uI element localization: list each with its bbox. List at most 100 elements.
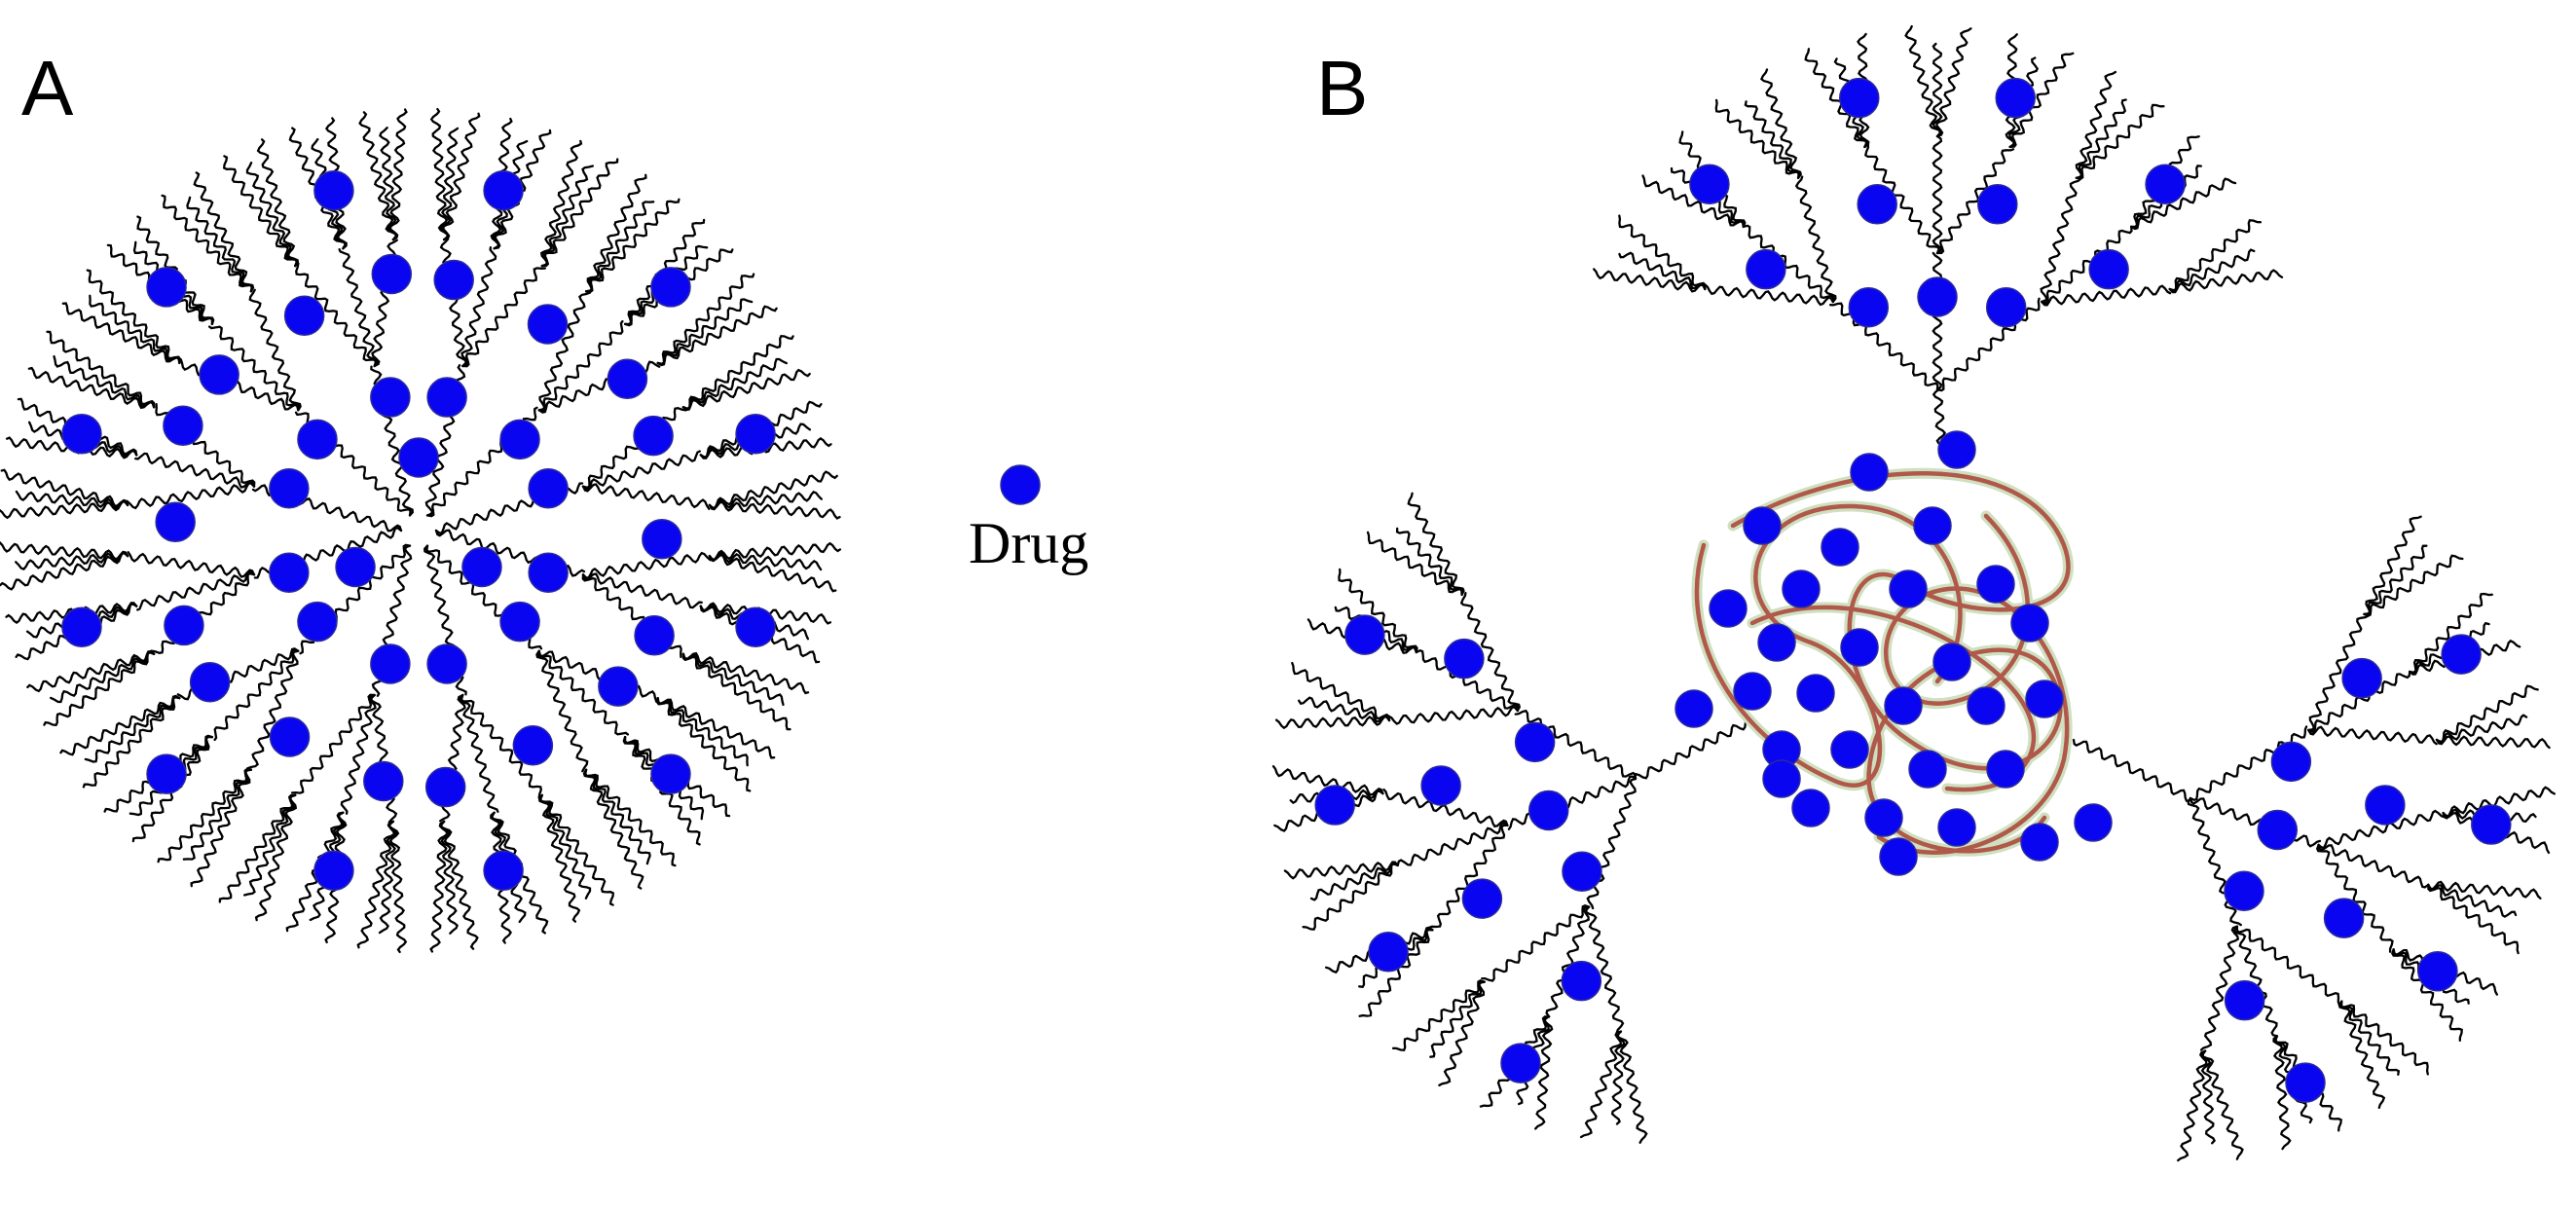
drug-molecule: [2323, 898, 2365, 938]
drug-molecule: [1314, 785, 1355, 826]
branch-chain: [126, 482, 256, 510]
panel-b-label: B: [1316, 45, 1368, 131]
drug-molecule: [313, 169, 354, 211]
branch-chain: [1932, 251, 1943, 391]
branch-chain: [581, 551, 712, 579]
terminal-chain: [89, 294, 181, 365]
branch-chain: [338, 248, 379, 368]
drug-molecule: [269, 552, 310, 594]
drug-molecule: [313, 850, 354, 892]
terminal-chain: [15, 551, 129, 570]
terminal-chain: [584, 198, 681, 294]
drug-molecule: [634, 615, 675, 656]
drug-molecule: [2257, 809, 2299, 851]
terminal-chain: [540, 158, 619, 268]
terminal-chain: [2008, 52, 2075, 149]
branch-chain: [581, 450, 701, 491]
terminal-chain: [2177, 1049, 2208, 1162]
legend: Drug: [969, 464, 1088, 575]
terminal-chain: [82, 696, 181, 789]
terminal-chain: [2442, 786, 2556, 818]
terminal-chain: [439, 127, 460, 241]
branch-chain: [535, 649, 589, 773]
drug-molecule: [163, 405, 203, 446]
terminal-chain: [1714, 98, 1800, 179]
drug-molecule: [1937, 808, 1976, 847]
terminal-chain: [708, 491, 823, 510]
drug-molecule: [1857, 184, 1897, 225]
drug-molecule: [1420, 765, 1461, 806]
terminal-chain: [681, 652, 791, 731]
drug-molecule: [528, 467, 569, 509]
terminal-chain: [0, 500, 129, 520]
terminal-chain: [439, 820, 459, 935]
branch-chain: [2307, 614, 2370, 732]
drug-molecule: [2145, 164, 2186, 204]
drug-molecule: [2020, 823, 2059, 862]
drug-molecule: [164, 605, 204, 646]
branch-chain: [537, 291, 591, 412]
terminal-chain: [0, 552, 129, 591]
terminal-chain: [1904, 24, 1941, 138]
drug-molecule: [1864, 798, 1903, 837]
drug-molecule: [155, 501, 196, 543]
branch-chain: [207, 325, 301, 412]
branch-chain: [1585, 905, 1625, 1034]
drug-molecule: [1908, 750, 1947, 789]
branch-chain: [1794, 175, 1837, 304]
drug-molecule: [2088, 248, 2129, 290]
drug-molecule: [499, 419, 540, 460]
drug-molecule: [269, 467, 310, 509]
terminal-chain: [1616, 1030, 1648, 1144]
branch-chain: [2307, 725, 2438, 746]
drug-molecule: [1746, 248, 1786, 290]
branch-chain: [460, 693, 542, 799]
branch-chain: [1396, 822, 1509, 867]
drug-molecule: [1791, 789, 1830, 827]
terminal-chain: [2075, 70, 2117, 179]
terminal-chain: [388, 820, 408, 954]
terminal-chain: [1283, 861, 1399, 880]
terminal-chain: [708, 500, 841, 520]
terminal-chain: [182, 768, 253, 861]
branch-chain: [2040, 177, 2082, 304]
drug-molecule: [1995, 77, 2036, 119]
terminal-chain: [256, 138, 300, 268]
branch-chain: [134, 452, 256, 489]
drug-molecule: [1500, 1043, 1541, 1083]
terminal-chain: [539, 793, 615, 906]
terminal-chain: [681, 334, 794, 410]
branch-chain: [370, 693, 398, 824]
drug-molecule: [146, 753, 187, 794]
drug-molecule: [1689, 164, 1730, 204]
drug-molecule: [2471, 804, 2512, 845]
terminal-chain: [429, 820, 449, 953]
terminal-chain: [656, 298, 754, 366]
terminal-chain: [1744, 100, 1801, 179]
terminal-chain: [0, 468, 129, 508]
drug-molecule: [2074, 803, 2113, 842]
terminal-chain: [15, 490, 129, 510]
terminal-chain: [2272, 1035, 2292, 1151]
branch-chain: [136, 570, 256, 611]
terminal-chain: [1641, 174, 1745, 229]
drug-molecule: [2417, 951, 2458, 992]
terminal-chain: [378, 820, 398, 935]
terminal-chain: [699, 436, 832, 459]
drug-molecule: [1514, 721, 1556, 763]
terminal-chain: [681, 651, 810, 695]
panel-a-label: A: [21, 45, 74, 131]
drug-molecule: [297, 419, 338, 460]
terminal-chain: [655, 696, 752, 792]
terminal-chain: [2130, 177, 2237, 231]
terminal-chain: [656, 696, 776, 759]
drug-molecule: [735, 414, 776, 455]
drug-molecule: [363, 760, 404, 802]
terminal-chain: [2201, 1049, 2244, 1160]
terminal-chain: [2363, 544, 2428, 616]
terminal-chain: [540, 165, 595, 268]
branch-chain: [1481, 903, 1591, 982]
drug-molecule: [528, 552, 569, 594]
drug-molecule: [1757, 623, 1796, 662]
terminal-chain: [681, 652, 785, 707]
